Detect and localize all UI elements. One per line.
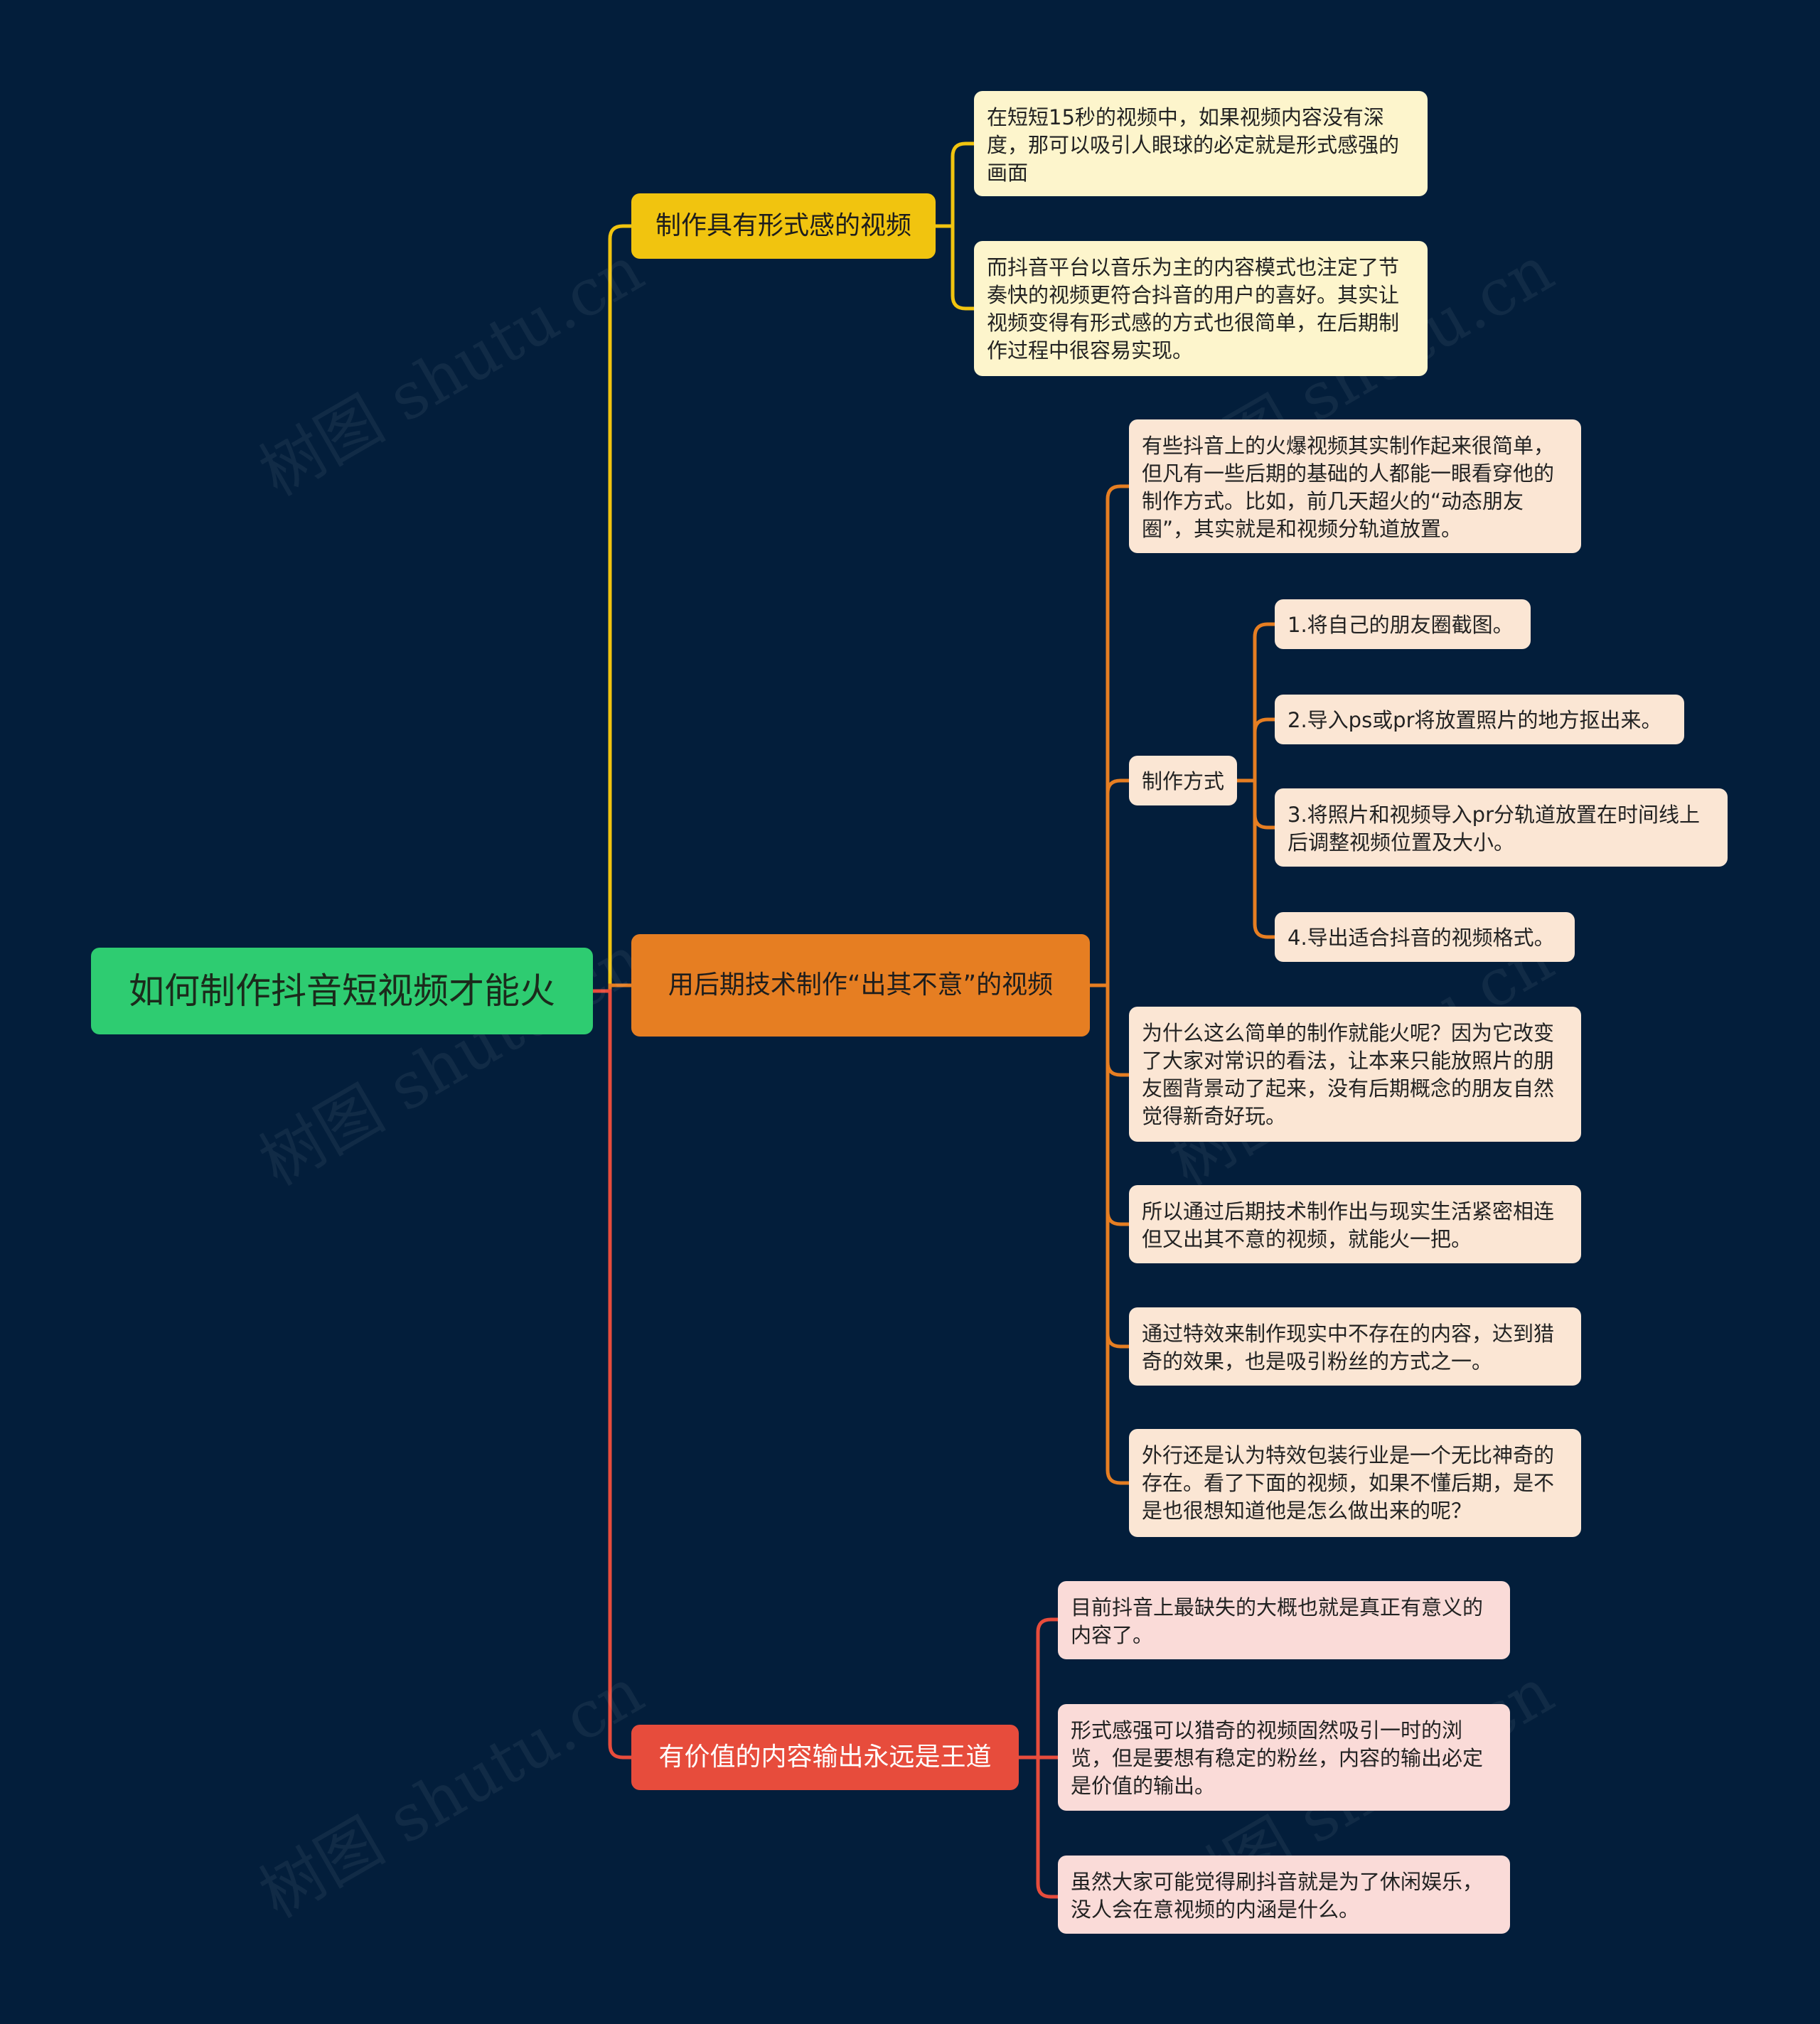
connector-root-yellow bbox=[591, 224, 633, 993]
connector-orange-leaf-6 bbox=[1106, 983, 1131, 1485]
step-item[interactable]: 4.导出适合抖音的视频格式。 bbox=[1275, 912, 1575, 962]
connector-red-leaf-3 bbox=[1036, 1755, 1060, 1899]
connector-step-2 bbox=[1235, 717, 1277, 783]
leaf-node[interactable]: 在短短15秒的视频中，如果视频内容没有深度，那可以吸引人眼球的必定就是形式感强的… bbox=[974, 91, 1428, 196]
step-item[interactable]: 1.将自己的朋友圈截图。 bbox=[1275, 599, 1531, 649]
connector-yellow-leaf-1 bbox=[933, 141, 976, 228]
connector-orange-leaf-4 bbox=[1106, 983, 1131, 1226]
connector-orange-leaf-3 bbox=[1106, 983, 1131, 1077]
connector-step-4 bbox=[1235, 778, 1277, 939]
connector-step-1 bbox=[1235, 622, 1277, 783]
connector-yellow-leaf-2 bbox=[933, 224, 976, 311]
branch-label: 制作具有形式感的视频 bbox=[655, 211, 911, 240]
leaf-node[interactable]: 通过特效来制作现实中不存在的内容，达到猎奇的效果，也是吸引粉丝的方式之一。 bbox=[1129, 1307, 1581, 1386]
branch-valuable-content[interactable]: 有价值的内容输出永远是王道 bbox=[631, 1725, 1019, 1790]
connector-red-leaf-1 bbox=[1036, 1617, 1060, 1760]
branch-form-video[interactable]: 制作具有形式感的视频 bbox=[631, 193, 936, 259]
leaf-node[interactable]: 有些抖音上的火爆视频其实制作起来很简单，但凡有一些后期的基础的人都能一眼看穿他的… bbox=[1129, 419, 1581, 553]
root-topic[interactable]: 如何制作抖音短视频才能火 bbox=[91, 948, 593, 1034]
connector-root-red bbox=[591, 989, 633, 1760]
sub-topic-method[interactable]: 制作方式 bbox=[1129, 756, 1237, 805]
leaf-node[interactable]: 外行还是认为特效包装行业是一个无比神奇的存在。看了下面的视频，如果不懂后期，是不… bbox=[1129, 1429, 1581, 1537]
leaf-node[interactable]: 虽然大家可能觉得刷抖音就是为了休闲娱乐，没人会在意视频的内涵是什么。 bbox=[1058, 1856, 1510, 1934]
connector-orange-sub bbox=[1106, 778, 1131, 987]
step-item[interactable]: 2.导入ps或pr将放置照片的地方抠出来。 bbox=[1275, 695, 1684, 744]
leaf-node[interactable]: 所以通过后期技术制作出与现实生活紧密相连但又出其不意的视频，就能火一把。 bbox=[1129, 1185, 1581, 1263]
leaf-node[interactable]: 形式感强可以猎奇的视频固然吸引一时的浏览，但是要想有稳定的粉丝，内容的输出必定是… bbox=[1058, 1704, 1510, 1811]
leaf-node[interactable]: 而抖音平台以音乐为主的内容模式也注定了节奏快的视频更符合抖音的用户的喜好。其实让… bbox=[974, 241, 1428, 376]
leaf-node[interactable]: 目前抖音上最缺失的大概也就是真正有意义的内容了。 bbox=[1058, 1581, 1510, 1659]
branch-label: 有价值的内容输出永远是王道 bbox=[658, 1742, 992, 1772]
connector-orange-leaf-5 bbox=[1106, 983, 1131, 1349]
branch-post-production[interactable]: 用后期技术制作“出其不意”的视频 bbox=[631, 934, 1090, 1037]
connector-orange-leaf-1 bbox=[1106, 484, 1131, 987]
branch-label: 用后期技术制作“出其不意”的视频 bbox=[668, 970, 1054, 1000]
leaf-node[interactable]: 为什么这么简单的制作就能火呢？因为它改变了大家对常识的看法，让本来只能放照片的朋… bbox=[1129, 1007, 1581, 1142]
step-item[interactable]: 3.将照片和视频导入pr分轨道放置在时间线上后调整视频位置及大小。 bbox=[1275, 788, 1728, 867]
